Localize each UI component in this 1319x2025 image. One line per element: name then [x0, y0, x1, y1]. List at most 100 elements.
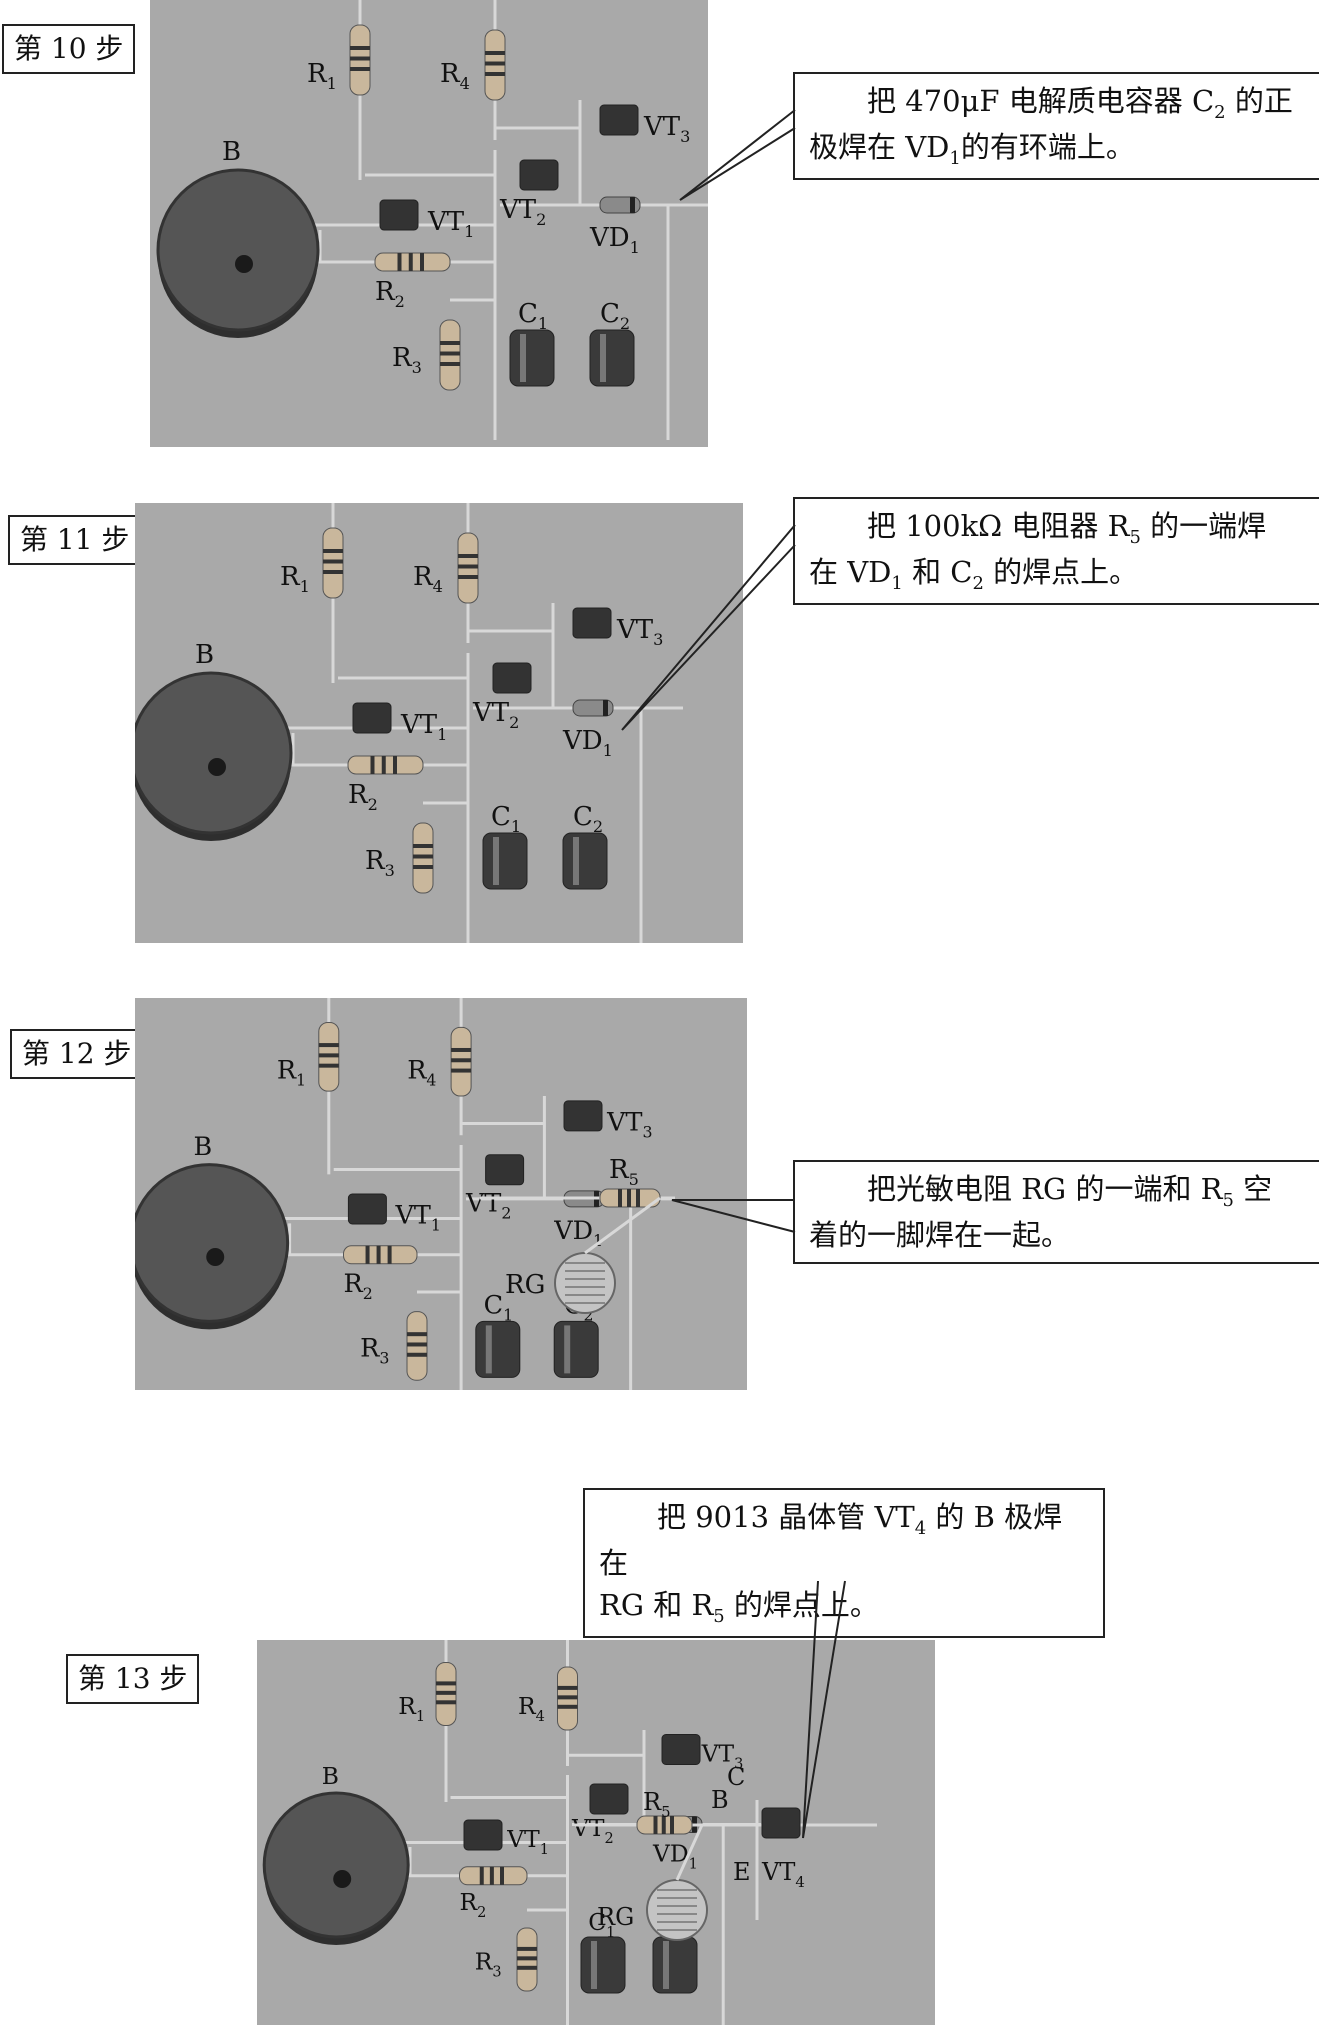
resistor-band — [485, 51, 505, 55]
resistor-band — [318, 1043, 339, 1048]
label-base: VD — [652, 1839, 689, 1867]
buzzer-hole — [206, 1248, 225, 1266]
component-label: B — [711, 1786, 729, 1814]
label-base: R — [365, 846, 386, 876]
label-base: R — [407, 1055, 427, 1085]
label-sub: 1 — [540, 1842, 549, 1858]
transistor-body — [379, 199, 419, 231]
resistor-band — [557, 1704, 578, 1709]
label-base: VT — [701, 1740, 735, 1768]
label-sub: 2 — [593, 817, 603, 836]
label-base: R — [375, 277, 396, 307]
label-base: R — [518, 1692, 537, 1720]
component-label: VT4 — [761, 1858, 805, 1891]
resistor-band — [323, 549, 343, 553]
resistor-band — [318, 1053, 339, 1058]
component-label: R2 — [344, 1269, 373, 1303]
component-label: VT3 — [643, 112, 690, 146]
component-label: C2 — [573, 802, 603, 836]
capacitor-stripe — [591, 1941, 597, 1989]
label-base: VT — [427, 207, 465, 237]
label-sub: 3 — [492, 1964, 501, 1980]
label-sub: 4 — [433, 577, 443, 596]
resistor-band — [323, 559, 343, 564]
component-label: R4 — [440, 59, 470, 93]
component-label: VD1 — [589, 223, 640, 257]
label-base: VT — [499, 195, 537, 225]
component-label: C1 — [484, 1291, 514, 1325]
transistor-body — [352, 702, 392, 734]
label-base: R — [460, 1888, 479, 1916]
note-line: 把 470μF 电解质电容器 C2 的正 — [867, 84, 1293, 123]
step-label: 第 10 步 — [2, 24, 136, 74]
resistor-band — [436, 1690, 456, 1695]
capacitor-stripe — [520, 334, 526, 382]
label-base: R — [398, 1692, 417, 1720]
subscript: 2 — [1214, 101, 1226, 123]
instruction-note: 把 470μF 电解质电容器 C2 的正 极焊在 VD1的有环端上。 — [793, 72, 1319, 180]
component-label: R1 — [280, 562, 310, 596]
label-base: R — [277, 1055, 297, 1085]
label-base: R — [360, 1334, 380, 1364]
label-base: VT — [571, 1814, 605, 1842]
diode-band — [603, 700, 608, 716]
component-label: R1 — [277, 1055, 306, 1089]
component-label: VT3 — [701, 1740, 744, 1773]
label-sub: 1 — [296, 1070, 306, 1089]
resistor-band — [661, 1816, 666, 1834]
step-label: 第 11 步 — [8, 515, 142, 565]
resistor-band — [397, 253, 402, 271]
label-base: C — [573, 802, 593, 832]
subscript: 5 — [713, 1605, 725, 1627]
resistor-band — [318, 1063, 339, 1068]
label-sub: 3 — [379, 1349, 389, 1368]
resistor-band — [407, 1342, 427, 1347]
label-sub: 1 — [431, 1215, 441, 1234]
capacitor-body — [482, 832, 528, 890]
circuit-drawing: R1R4VT3VT2VT1R2R3C1C2VD1BR5 — [135, 503, 683, 943]
label-base: VD — [562, 726, 603, 756]
subscript: 5 — [1129, 526, 1141, 548]
label-sub: 3 — [680, 127, 690, 146]
transistor-body — [761, 1807, 801, 1839]
wire — [584, 1196, 661, 1255]
component-label: VT1 — [506, 1825, 549, 1858]
component-label: R4 — [518, 1692, 545, 1725]
buzzer-top — [135, 1163, 290, 1323]
component-label: R5 — [643, 1788, 671, 1821]
note-line: 极焊在 VD1的有环端上。 — [809, 129, 1135, 169]
label-sub: 4 — [460, 74, 470, 93]
component-label: R4 — [407, 1055, 436, 1089]
transistor-body — [347, 1193, 387, 1225]
capacitor-stripe — [493, 837, 499, 885]
buzzer-top — [135, 671, 293, 835]
resistor-band — [436, 1681, 456, 1686]
label-base: R — [643, 1788, 662, 1816]
subscript: 5 — [1222, 1189, 1234, 1211]
label-base: R — [440, 59, 461, 89]
label-sub: 1 — [593, 1231, 603, 1250]
note-line: 把 100kΩ 电阻器 R5 的一端焊 — [867, 509, 1267, 548]
label-sub: 1 — [416, 1709, 425, 1725]
note-line: 把 9013 晶体管 VT4 的 B 极焊在 — [599, 1500, 1063, 1580]
resistor-band — [627, 1189, 631, 1207]
label-base: R — [609, 1155, 630, 1185]
subscript: 4 — [914, 1517, 927, 1539]
resistor-band — [500, 1866, 504, 1885]
resistor-band — [458, 564, 478, 569]
component-label: R2 — [460, 1888, 487, 1921]
instruction-note: 把 9013 晶体管 VT4 的 B 极焊在 RG 和 R5 的焊点上。 — [583, 1488, 1105, 1638]
label-sub: 1 — [300, 577, 310, 596]
component-label: R3 — [365, 846, 395, 880]
subscript: 1 — [949, 147, 961, 169]
label-sub: 3 — [643, 1122, 653, 1141]
transistor-body — [463, 1819, 503, 1851]
component-label: E — [733, 1858, 751, 1886]
resistor-band — [370, 756, 375, 774]
component-label: R3 — [360, 1334, 389, 1368]
label-sub: 1 — [437, 725, 447, 744]
label-sub: 1 — [689, 1856, 698, 1872]
label-base: C — [518, 299, 538, 329]
component-label: VT3 — [616, 615, 663, 649]
component-label: R3 — [392, 343, 422, 377]
